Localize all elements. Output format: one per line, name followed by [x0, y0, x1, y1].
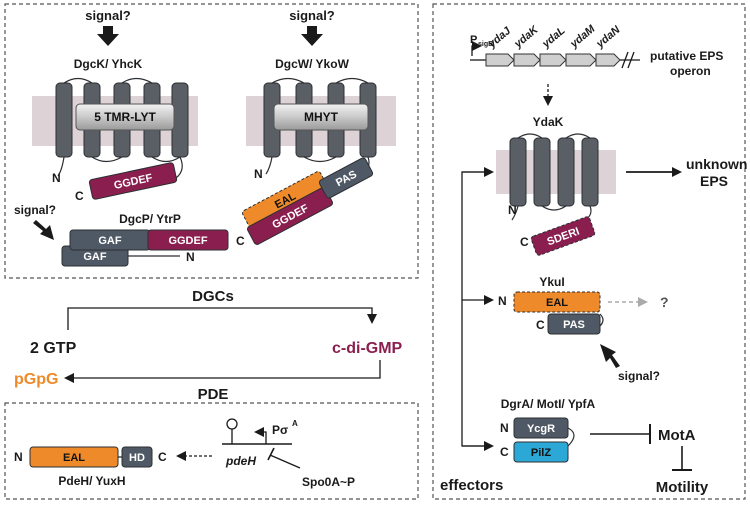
- dgcp-gaf2-label: GAF: [83, 251, 107, 263]
- spo0a-label: Spo0A~P: [302, 475, 355, 489]
- operon-genes: [485, 53, 621, 67]
- promoter-arrow-icon: [254, 427, 267, 444]
- inhibit-bar-icon: [267, 447, 275, 461]
- signal-label-dgcw: signal?: [289, 8, 335, 23]
- block-arrow-icon: [33, 220, 54, 240]
- signal-label-dgcp: signal?: [14, 203, 56, 217]
- ykui-name: YkuI: [539, 275, 564, 289]
- operon-break: [621, 51, 635, 69]
- pdeh-hd-label: HD: [129, 452, 145, 464]
- dgcw-pas-domain: [318, 157, 374, 199]
- dgcw-mhyt-domain: [273, 103, 369, 131]
- ydak-helices: [509, 137, 599, 207]
- terminator-icon: [226, 418, 238, 444]
- gtp-label: 2 GTP: [30, 340, 77, 357]
- dgcp-c-terminus: C: [236, 234, 245, 248]
- pde-label: PDE: [198, 386, 229, 403]
- dgc-reaction-arrow: [67, 307, 377, 330]
- block-arrow-icon: [600, 344, 620, 368]
- dgck-name: DgcK/ YhcK: [74, 57, 143, 71]
- dgra-name: DgrA/ MotI/ YpfA: [501, 397, 596, 411]
- pdeh-gene-label: pdeH: [225, 454, 256, 468]
- promoter-arrow-icon: [471, 41, 482, 56]
- dgcp-gaf1-label: GAF: [98, 235, 122, 247]
- panel-effectors-box: [432, 3, 746, 500]
- panel-dgc-box: [4, 3, 419, 279]
- pdeh-name: PdeH/ YuxH: [58, 474, 125, 488]
- pdeh-c-terminus: C: [158, 450, 167, 464]
- ykui-eal-domain: [513, 291, 601, 313]
- dgra-c-terminus: C: [500, 445, 509, 459]
- dgra-ycgr-label: YcgR: [527, 423, 555, 435]
- eps-label-1: unknown: [686, 156, 747, 172]
- ydak-n-terminus: N: [508, 203, 517, 217]
- pdeh-hd-domain: [121, 446, 153, 468]
- pdeh-promoter-label: Pσ: [272, 423, 288, 437]
- dgra-pilz-label: PilZ: [531, 447, 551, 459]
- pdeh-promoter-sup: A: [292, 419, 298, 428]
- pdeh-eal-label: EAL: [63, 452, 85, 464]
- dgck-c-terminus: C: [75, 189, 84, 203]
- dgra-pilz-domain: [513, 441, 569, 463]
- ykui-question-mark: ?: [660, 294, 669, 310]
- operon-promoter-label: P: [470, 34, 477, 46]
- gene-label: ydaN: [593, 23, 623, 51]
- gene-label: ydaM: [567, 22, 598, 50]
- ydak-loops: [511, 133, 592, 223]
- dgck-tmr-label: 5 TMR-LYT: [94, 110, 156, 124]
- ydak-c-terminus: C: [520, 235, 529, 249]
- dgck-ggdef-domain: [88, 162, 178, 200]
- ykui-pas-domain: [547, 313, 601, 335]
- pde-reaction-arrow: [64, 360, 381, 383]
- operon-label-1: putative EPS: [650, 49, 723, 63]
- dgck-n-terminus: N: [52, 171, 61, 185]
- signal-label-ykui: signal?: [618, 369, 660, 383]
- ykui-n-terminus: N: [498, 294, 507, 308]
- dgcp-n-terminus: N: [186, 250, 195, 264]
- dgcw-mhyt-label: MHYT: [304, 110, 339, 124]
- cdigmp-label: c-di-GMP: [332, 340, 403, 357]
- ykui-eal-label: EAL: [546, 297, 568, 309]
- dgcp-ggdef-label: GGDEF: [168, 235, 207, 247]
- mota-label: MotA: [658, 427, 696, 444]
- motility-label: Motility: [656, 479, 709, 496]
- gene-label: ydaL: [539, 24, 567, 51]
- dgcp-ggdef-domain: [147, 229, 229, 251]
- ykui-linker: [599, 313, 604, 327]
- gene-label: ydaK: [511, 23, 541, 51]
- dgcw-name: DgcW/ YkoW: [275, 57, 349, 71]
- effectors-label: effectors: [440, 477, 503, 494]
- dgcw-n-terminus: N: [254, 167, 263, 181]
- dgra-linker: [567, 427, 575, 447]
- ykui-c-terminus: C: [536, 318, 545, 332]
- ydak-name: YdaK: [533, 115, 564, 129]
- eps-label-2: EPS: [700, 173, 728, 189]
- operon-label-2: operon: [670, 64, 711, 78]
- ydak-sderi-domain: [530, 216, 596, 256]
- dgck-loops: [57, 77, 183, 179]
- dgck-tmr-domain: [75, 103, 175, 131]
- dgcs-label: DGCs: [192, 288, 234, 305]
- pdeh-n-terminus: N: [14, 450, 23, 464]
- pgpg-label: pGpG: [14, 371, 58, 388]
- block-arrow-icon: [97, 26, 119, 46]
- inhibit-line: [269, 454, 301, 469]
- dgcp-name: DgcP/ YtrP: [119, 212, 181, 226]
- effector-bracket: [461, 171, 488, 447]
- signal-label-dgck: signal?: [85, 8, 131, 23]
- operon-promoter-sub: sigB: [478, 41, 493, 48]
- block-arrow-icon: [301, 26, 323, 46]
- dgra-n-terminus: N: [500, 421, 509, 435]
- ykui-pas-label: PAS: [563, 319, 585, 331]
- panel-pdeh-box: [4, 402, 419, 500]
